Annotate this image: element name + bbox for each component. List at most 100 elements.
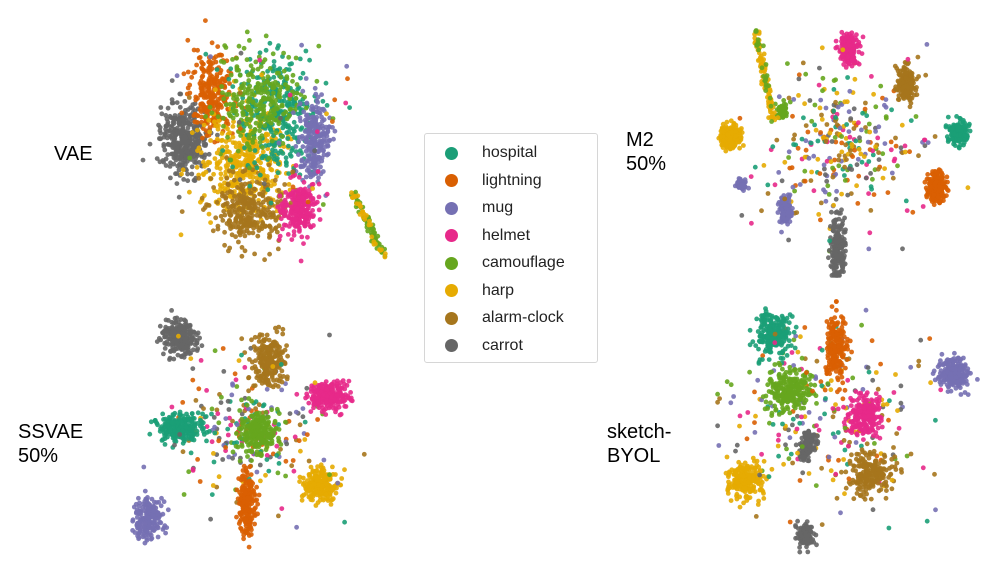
scatter-point: [833, 99, 838, 105]
scatter-point: [296, 225, 302, 230]
scatter-point: [171, 320, 176, 326]
scatter-point: [795, 145, 801, 151]
scatter-point: [214, 67, 220, 72]
scatter-point: [782, 159, 788, 165]
scatter-point: [949, 136, 955, 142]
scatter-point: [823, 139, 829, 144]
scatter-point: [863, 125, 868, 130]
scatter-point: [803, 147, 809, 153]
scatter-point: [324, 191, 330, 197]
scatter-point: [961, 140, 967, 146]
scatter-point: [192, 119, 198, 125]
scatter-point: [175, 352, 181, 358]
scatter-point: [216, 118, 222, 124]
scatter-point: [241, 191, 247, 196]
scatter-point: [303, 48, 309, 54]
scatter-point: [248, 63, 254, 69]
scatter-point: [236, 67, 242, 73]
scatter-point: [723, 148, 729, 154]
scatter-point: [209, 110, 215, 116]
scatter-point: [839, 140, 845, 146]
scatter-point: [296, 187, 301, 193]
scatter-point: [255, 66, 261, 72]
scatter-point: [831, 108, 836, 114]
scatter-point: [180, 134, 185, 140]
scatter-point: [854, 32, 859, 38]
scatter-point: [343, 100, 349, 106]
scatter-point: [200, 73, 206, 79]
scatter-point: [306, 141, 312, 146]
scatter-point: [830, 258, 836, 264]
scatter-point: [180, 449, 186, 455]
scatter-point: [239, 253, 245, 259]
scatter-point: [230, 134, 236, 140]
scatter-point: [892, 63, 898, 69]
scatter-point: [161, 159, 167, 165]
scatter-point: [198, 358, 204, 363]
scatter-point: [752, 164, 758, 170]
scatter-point: [196, 55, 202, 61]
scatter-point: [243, 210, 249, 215]
scatter-point: [234, 112, 240, 118]
scatter-point: [901, 84, 907, 90]
scatter-point: [274, 443, 280, 449]
scatter-point: [803, 123, 809, 128]
scatter-point: [188, 341, 194, 346]
scatter-point: [845, 192, 851, 198]
scatter-point: [168, 175, 173, 181]
scatter-point: [851, 106, 857, 112]
scatter-point: [866, 159, 872, 164]
scatter-point: [299, 208, 305, 214]
scatter-point: [167, 336, 173, 342]
scatter-point: [331, 136, 336, 142]
scatter-point: [221, 60, 227, 65]
scatter-point: [844, 122, 849, 127]
scatter-point: [161, 144, 167, 149]
scatter-point: [171, 155, 177, 161]
scatter-point: [720, 142, 725, 147]
scatter-point: [302, 94, 307, 100]
scatter-point: [769, 114, 775, 120]
scatter-point: [196, 175, 202, 181]
scatter-point: [322, 139, 327, 145]
scatter-point: [840, 47, 846, 53]
scatter-point: [355, 193, 361, 199]
scatter-point: [187, 155, 193, 161]
scatter-point: [772, 182, 778, 188]
scatter-point: [859, 127, 864, 133]
scatter-point: [371, 239, 377, 245]
scatter-point: [915, 54, 921, 60]
scatter-point: [174, 341, 180, 347]
scatter-point: [830, 165, 835, 171]
scatter-point: [221, 208, 227, 214]
scatter-point: [233, 218, 239, 224]
scatter-point: [189, 164, 195, 170]
scatter-point: [776, 107, 782, 112]
scatter-point: [270, 51, 276, 57]
scatter-point: [206, 203, 212, 208]
scatter-point: [316, 124, 322, 130]
scatter-point: [244, 141, 250, 147]
scatter-point: [247, 190, 253, 196]
scatter-point: [870, 176, 875, 182]
scatter-point: [829, 209, 834, 215]
scatter-point: [249, 197, 255, 203]
scatter-point: [780, 112, 786, 118]
scatter-point: [198, 199, 203, 205]
scatter-point: [219, 131, 225, 136]
scatter-point: [885, 190, 891, 196]
scatter-point: [866, 121, 872, 127]
scatter-point: [862, 106, 868, 112]
scatter-point: [831, 87, 837, 92]
scatter-point: [323, 80, 329, 86]
scatter-point: [843, 242, 848, 248]
scatter-point: [249, 88, 255, 94]
scatter-point: [171, 135, 177, 141]
scatter-point: [839, 207, 844, 213]
scatter-point: [209, 40, 215, 46]
scatter-point: [195, 148, 200, 154]
scatter-point: [255, 82, 261, 88]
scatter-point: [162, 147, 168, 153]
scatter-point: [208, 138, 214, 143]
scatter-point: [893, 143, 899, 149]
